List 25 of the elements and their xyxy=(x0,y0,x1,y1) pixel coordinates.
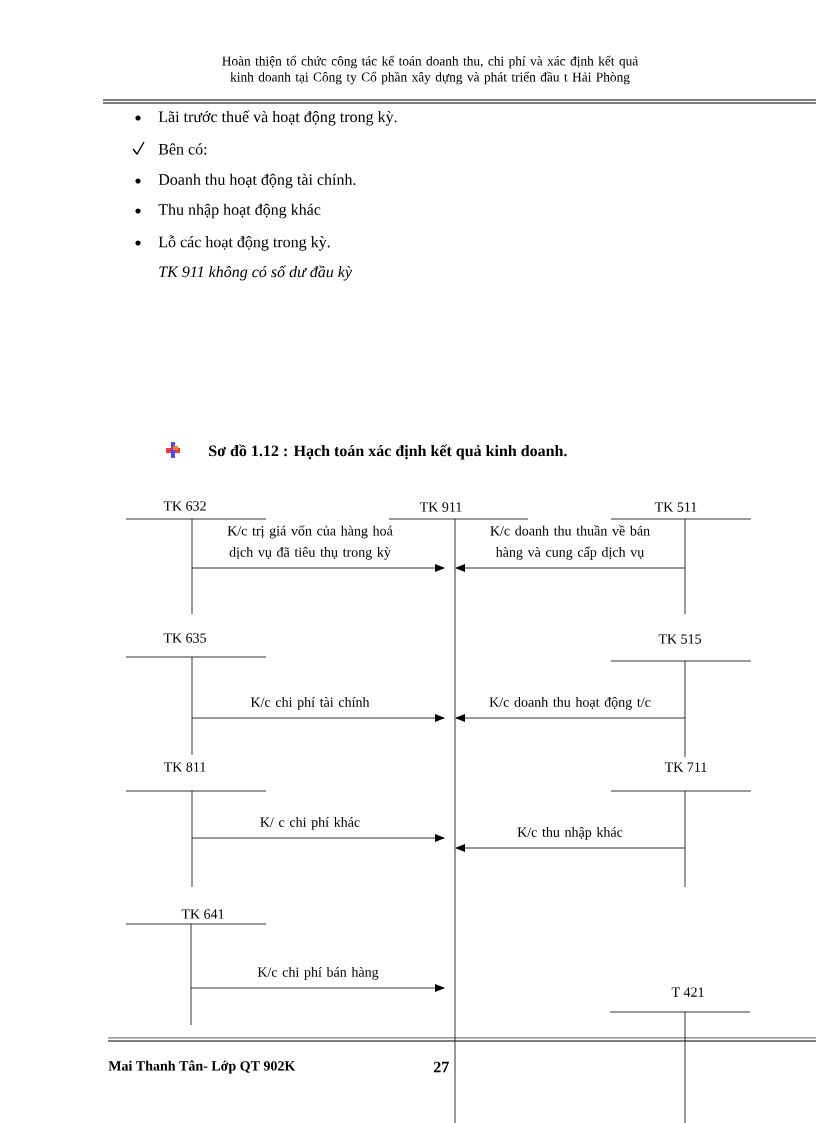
footer-text: Mai Thanh Tân- Lớp QT 902K xyxy=(108,1060,296,1074)
edge-label: K/c doanh thu thuần về bán hàng và cung cấp dịch vụ xyxy=(490,525,650,560)
list-item: Lỗ các hoạt động trong kỳ. xyxy=(158,235,330,251)
t-account: T 421 xyxy=(609,987,751,1123)
edge-label: K/c doanh thu hoạt động t/c xyxy=(489,697,651,710)
page-header: Hoàn thiện tổ chức công tác kế toán doanh thu, chi phí và xác định kết quả kinh doanh tại Công ty Cổ phần xây dựng và phát triển đầu t Hải Phòng xyxy=(222,55,638,85)
page-number: 27 xyxy=(433,1061,449,1073)
edge-label: K/c trị giá vốn của hàng hoá dịch vụ đã tiêu thụ trong kỳ xyxy=(227,525,393,560)
note: TK 911 không có số dư đầu kỳ xyxy=(159,265,352,281)
edge-label: K/c chi phí bán hàng xyxy=(257,967,379,980)
arrow xyxy=(191,714,445,722)
arrow xyxy=(455,844,686,852)
list-item: Lãi trước thuế và hoạt động trong kỳ. xyxy=(158,110,397,126)
diagram-title: Sơ đồ 1.12 : Hạch toán xác định kết quả kinh doanh. xyxy=(209,444,567,460)
list-item: Bên có: xyxy=(158,143,207,155)
edge-label: K/c thu nhập khác xyxy=(517,827,623,840)
arrow xyxy=(455,714,686,722)
edge-label: K/ c chi phí khác xyxy=(260,817,360,830)
arrow xyxy=(191,564,445,572)
edge-label: K/c chi phí tài chính xyxy=(250,697,370,710)
list-item: Thu nhập hoạt động khác xyxy=(158,203,321,219)
list-item: Doanh thu hoạt động tài chính. xyxy=(158,173,356,189)
arrow xyxy=(190,984,445,992)
arrow xyxy=(455,564,686,572)
arrow xyxy=(191,834,445,842)
